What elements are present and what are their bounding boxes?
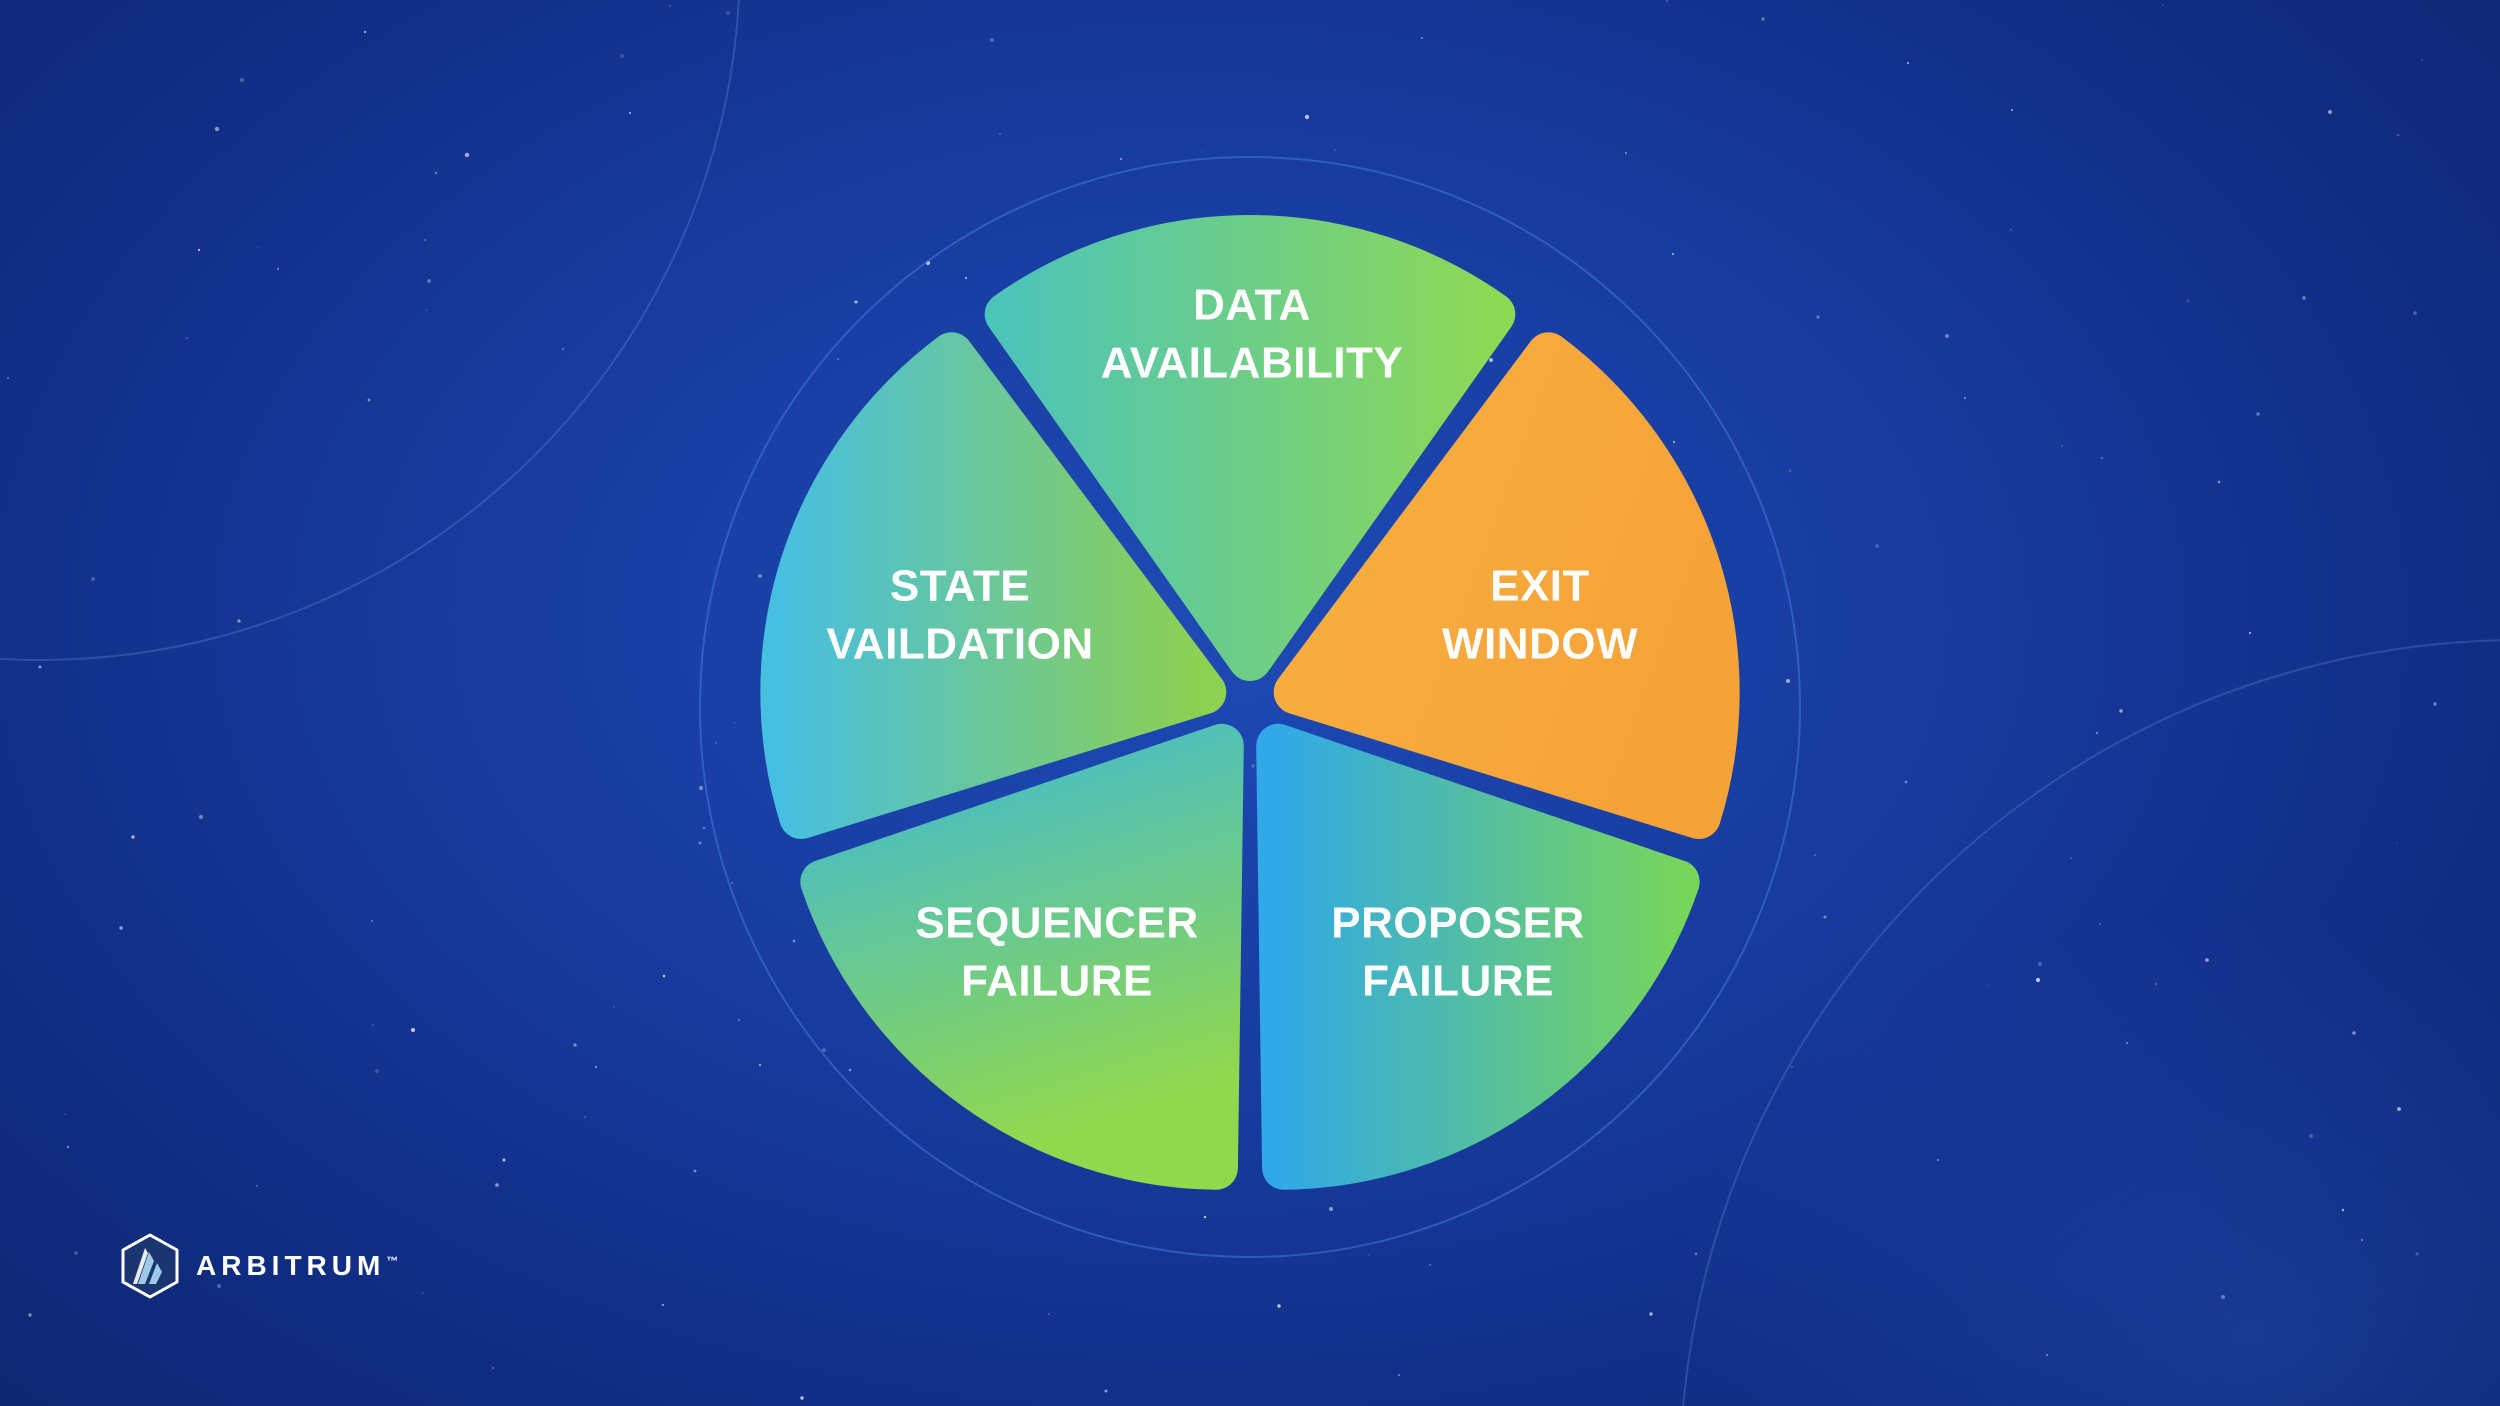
arbitrum-logo: ARBITRUM™ xyxy=(118,1232,398,1300)
arbitrum-wordmark: ARBITRUM™ xyxy=(196,1252,398,1280)
wedge-data-availability: DATA AVAILABILITY xyxy=(984,215,1516,681)
wedge-shape-exit-window xyxy=(1273,332,1740,839)
wedge-shape-proposer-failure xyxy=(1256,723,1700,1190)
trademark-symbol: ™ xyxy=(386,1253,399,1268)
wedge-proposer-failure: PROPOSER FAILURE xyxy=(1256,723,1700,1190)
wedge-state-vaildation: STATE VAILDATION xyxy=(760,332,1227,839)
starfield xyxy=(7,0,2437,1400)
wedge-label-line1: EXIT xyxy=(1490,562,1590,611)
arbitrum-logo-mark xyxy=(121,1233,179,1299)
wedge-label-line1: DATA xyxy=(1193,281,1311,330)
wedge-label-line2: FAILURE xyxy=(961,957,1153,1006)
wedge-label-line2: AVAILABILITY xyxy=(1101,339,1404,388)
brand-name: ARBITRUM xyxy=(196,1250,386,1281)
decor-circle-bottomright xyxy=(1682,639,2500,1406)
wedge-exit-window: EXIT WINDOW xyxy=(1273,332,1740,839)
wedge-label-line2: FAILURE xyxy=(1362,957,1554,1006)
wedge-shape-state-vaildation xyxy=(760,332,1227,839)
wedge-shape-sequencer-failure xyxy=(800,723,1244,1190)
decor-circle-topleft xyxy=(0,0,740,661)
wedge-label-line1: SEQUENCER xyxy=(915,899,1198,948)
wedge-sequencer-failure: SEQUENCER FAILURE xyxy=(800,723,1244,1190)
wedge-label-line1: STATE xyxy=(890,562,1030,611)
pie-outline-ring xyxy=(699,156,1801,1258)
wedge-label-line2: WINDOW xyxy=(1442,620,1638,669)
wedge-shape-data-availability xyxy=(984,215,1516,681)
wedge-label-line2: VAILDATION xyxy=(826,620,1093,669)
wedge-label-line1: PROPOSER xyxy=(1331,899,1584,948)
